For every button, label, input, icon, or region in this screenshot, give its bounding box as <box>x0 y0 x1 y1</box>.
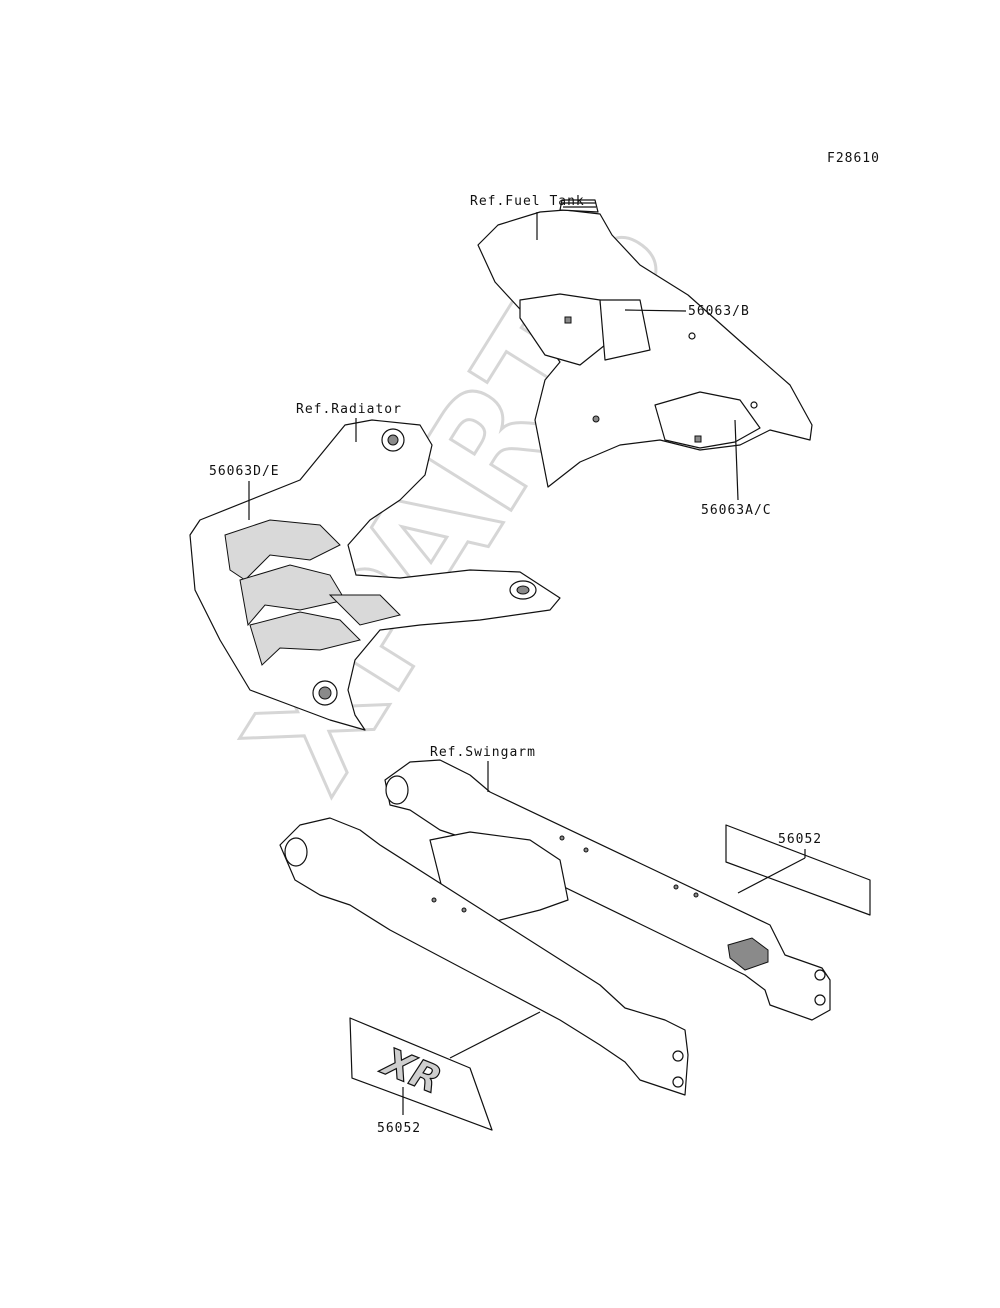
part-56063-b-label: 56063/B <box>688 304 750 319</box>
part-56063ac-label: 56063A/C <box>701 503 772 518</box>
swingarm-decal-plain <box>725 824 871 916</box>
part-56063de-label: 56063D/E <box>209 464 280 479</box>
part-56052-left-label: 56052 <box>377 1121 421 1136</box>
part-56052-right-label: 56052 <box>778 832 822 847</box>
swingarm <box>279 759 831 1096</box>
ref-swingarm-label: Ref.Swingarm <box>430 745 536 760</box>
ref-fuel-tank-label: Ref.Fuel Tank <box>470 194 585 209</box>
fuel-tank <box>477 199 813 488</box>
radiator-shroud <box>189 419 561 731</box>
ref-radiator-label: Ref.Radiator <box>296 402 402 417</box>
figure-code: F28610 <box>827 151 880 166</box>
swingarm-decal-logo: XR <box>349 1017 493 1131</box>
